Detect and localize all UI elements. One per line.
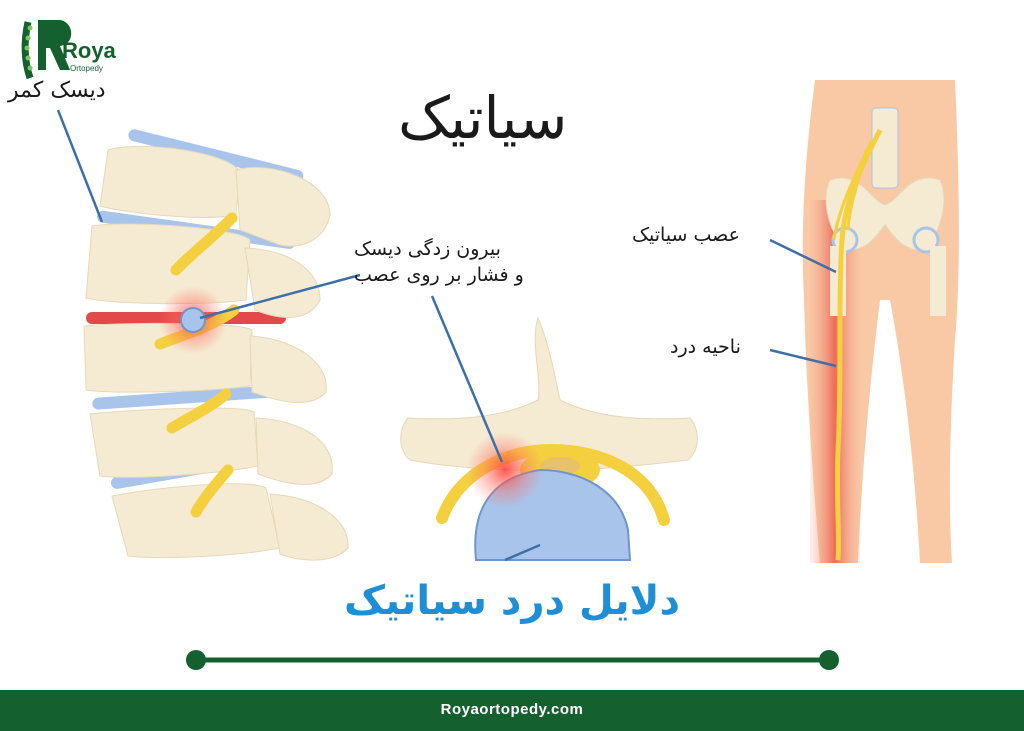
lumbar-disc-pointer xyxy=(56,109,104,223)
label-sciatic-nerve: عصب سیاتیک xyxy=(632,224,740,246)
spine-side-view xyxy=(83,129,349,561)
logo-name: Roya xyxy=(62,38,116,63)
label-lumbar-disc: دیسک کمر xyxy=(8,78,106,103)
label-herniation-line2: و فشار بر روی عصب xyxy=(354,264,524,286)
page-title: دلایل درد سیاتیک xyxy=(344,578,680,624)
roya-logo xyxy=(21,20,72,80)
footer-url[interactable]: Royaortopedy.com xyxy=(440,701,584,718)
vertebra-top-view xyxy=(400,316,698,561)
herniation-pointer-2 xyxy=(430,295,504,463)
footer-bar: Royaortopedy.com xyxy=(0,690,1024,731)
label-herniation-line1: بیرون زدگی دیسک xyxy=(354,238,501,260)
diagram-title: سیاتیک xyxy=(398,84,568,152)
herniation-pointer-1 xyxy=(199,273,361,320)
sciatic-nerve-pointer xyxy=(769,238,837,274)
label-pain-area: ناحیه درد xyxy=(670,336,741,358)
lower-body-figure xyxy=(802,80,959,563)
pain-area-pointer xyxy=(769,348,837,368)
logo-tagline: Ortopedy xyxy=(70,64,103,73)
